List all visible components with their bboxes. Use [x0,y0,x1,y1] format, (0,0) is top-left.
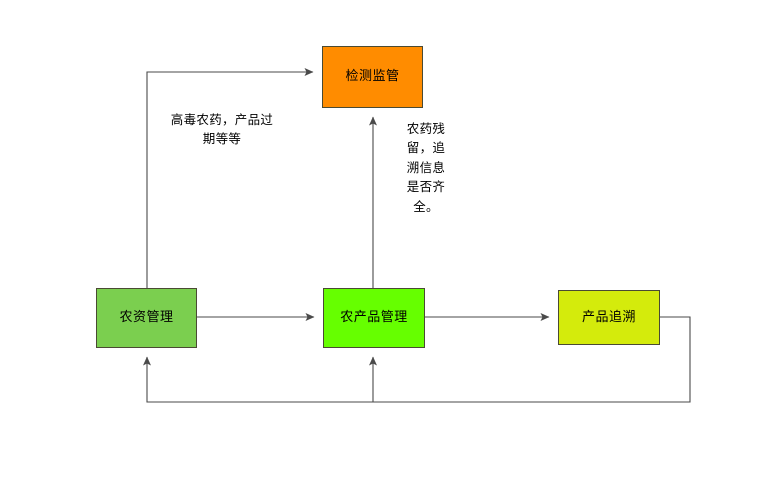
annotation-line: 全。 [413,198,439,214]
annotation-line: 农药残 [406,121,446,136]
annotation-line: 高毒农药，产品过 [170,112,274,127]
node-agricultural-products-management[interactable]: 农产品管理 [323,288,425,348]
edge-traceability-to-inputs [143,356,373,403]
annotation-line: 留，追 [406,140,446,156]
node-agricultural-inputs-management[interactable]: 农资管理 [96,288,197,348]
node-label: 农产品管理 [340,310,408,326]
node-product-traceability[interactable]: 产品追溯 [558,290,660,345]
node-inspection-supervision[interactable]: 检测监管 [322,46,423,108]
annotation-line: 溯信息 [406,159,446,175]
edge-traceability-to-products [369,316,691,403]
node-label: 产品追溯 [581,309,636,325]
annotation-line: 期等等 [202,131,242,147]
edge-inputs-to-inspection [146,68,314,288]
annotation-residue-note: 农药残 留，追 溯信息 是否齐 全。 [398,119,454,216]
annotation-line: 是否齐 [406,179,446,195]
node-label: 农资管理 [119,310,174,326]
annotation-pesticide-note: 高毒农药，产品过 期等等 [152,110,292,149]
node-label: 检测监管 [345,69,400,85]
